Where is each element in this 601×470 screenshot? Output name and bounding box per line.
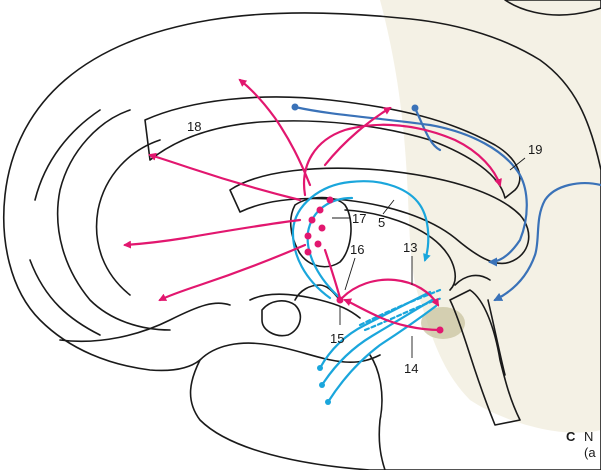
nucleus-1 xyxy=(327,197,334,204)
label-19: 19 xyxy=(528,142,542,157)
orbital-gyrus xyxy=(60,303,230,341)
tract-cyan-origin-3 xyxy=(325,399,331,405)
tract-blue-origin-2 xyxy=(412,105,419,112)
tract-magenta-frontal-2 xyxy=(125,220,300,245)
label-17: 17 xyxy=(352,211,366,226)
pituitary xyxy=(262,301,300,336)
label-15: 15 xyxy=(330,331,344,346)
nucleus-7 xyxy=(305,249,312,256)
nucleus-8 xyxy=(337,297,344,304)
label-14: 14 xyxy=(404,361,418,376)
tract-cyan-origin-1 xyxy=(317,365,323,371)
caption-letter: C xyxy=(566,429,576,444)
tract-blue-origin xyxy=(292,104,299,111)
nucleus-3 xyxy=(309,217,316,224)
label-16: 16 xyxy=(350,242,364,257)
frontal-gyrus-2 xyxy=(97,140,160,295)
temporal-lobe-edge xyxy=(200,343,380,362)
nucleus-5 xyxy=(305,233,312,240)
nucleus-4 xyxy=(319,225,326,232)
nucleus-2 xyxy=(317,207,324,214)
label-18: 18 xyxy=(187,119,201,134)
cerebellum-edge xyxy=(370,355,385,470)
tract-magenta-frontal-1 xyxy=(150,155,300,200)
caption-line-2: (a xyxy=(584,445,596,460)
label-13: 13 xyxy=(403,240,417,255)
tract-cyan-lower-3 xyxy=(328,306,436,402)
tract-cyan-origin-2 xyxy=(319,382,325,388)
tract-magenta-frontal-3 xyxy=(160,245,305,300)
label-5: 5 xyxy=(378,215,385,230)
nucleus-9 xyxy=(437,327,444,334)
leader-16 xyxy=(345,258,355,290)
caption-line-1: N xyxy=(584,429,593,444)
frontal-gyrus-4 xyxy=(30,260,100,335)
frontal-gyrus-3 xyxy=(35,110,100,200)
nucleus-6 xyxy=(315,241,322,248)
